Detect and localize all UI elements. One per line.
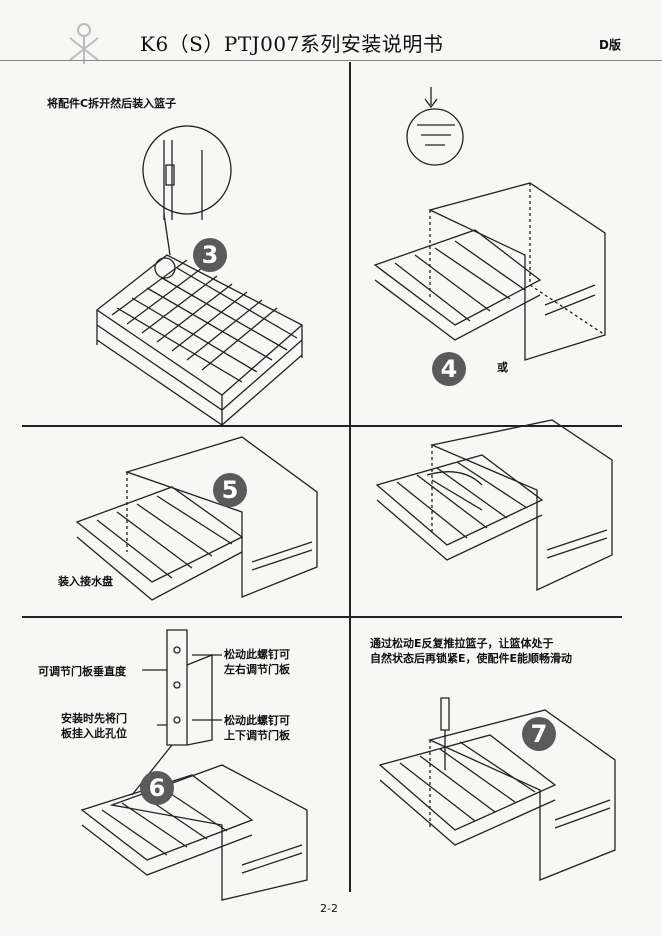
divider-row2 (22, 616, 622, 618)
step6-callout-loosen-lr-2: 左右调节门板 (224, 663, 290, 676)
version-badge: D版 (599, 38, 621, 52)
divider-top (0, 60, 662, 61)
step6-callout-loosen-ud-2: 上下调节门板 (224, 729, 290, 742)
step5-drip-tray-figure (75, 436, 318, 601)
brand-logo-icon (69, 23, 99, 64)
step7-screwdriver-figure (378, 697, 616, 881)
step5-alt-figure (375, 419, 613, 592)
step6-callout-loosen-lr-1: 松动此螺钉可 (224, 648, 290, 661)
step6-callout-door-vertical: 可调节门板垂直度 (38, 665, 126, 678)
step6-callout-loosen-ud-1: 松动此螺钉可 (224, 714, 290, 727)
page-number: 2-2 (320, 902, 338, 915)
step6-door-adjust-figure (80, 629, 308, 901)
step6-callout-hang-1: 安装时先将门 (61, 712, 127, 725)
step7-caption-2: 自然状态后再锁紧E，使配件E能顺畅滑动 (370, 652, 573, 665)
step7-number: 7 (522, 717, 556, 751)
step3-basket-figure (95, 125, 304, 426)
step6-callout-hang-2: 板挂入此孔位 (61, 727, 127, 740)
divider-vertical-upper (349, 62, 351, 617)
step5-number: 5 (213, 473, 247, 507)
divider-vertical-lower (349, 617, 351, 892)
page-title: K6（S）PTJ007系列安装说明书 (140, 32, 444, 56)
step4-or-label: 或 (497, 361, 508, 374)
step4-cabinet-figure (373, 87, 606, 361)
step7-caption-1: 通过松动E反复推拉篮子，让篮体处于 (370, 637, 554, 650)
step4-number: 4 (432, 352, 466, 386)
divider-row1 (22, 425, 622, 427)
step6-number: 6 (140, 771, 174, 805)
step3-number: 3 (193, 238, 227, 272)
step3-caption: 将配件C拆开然后装入篮子 (47, 97, 177, 110)
step5-caption: 装入接水盘 (58, 575, 113, 588)
